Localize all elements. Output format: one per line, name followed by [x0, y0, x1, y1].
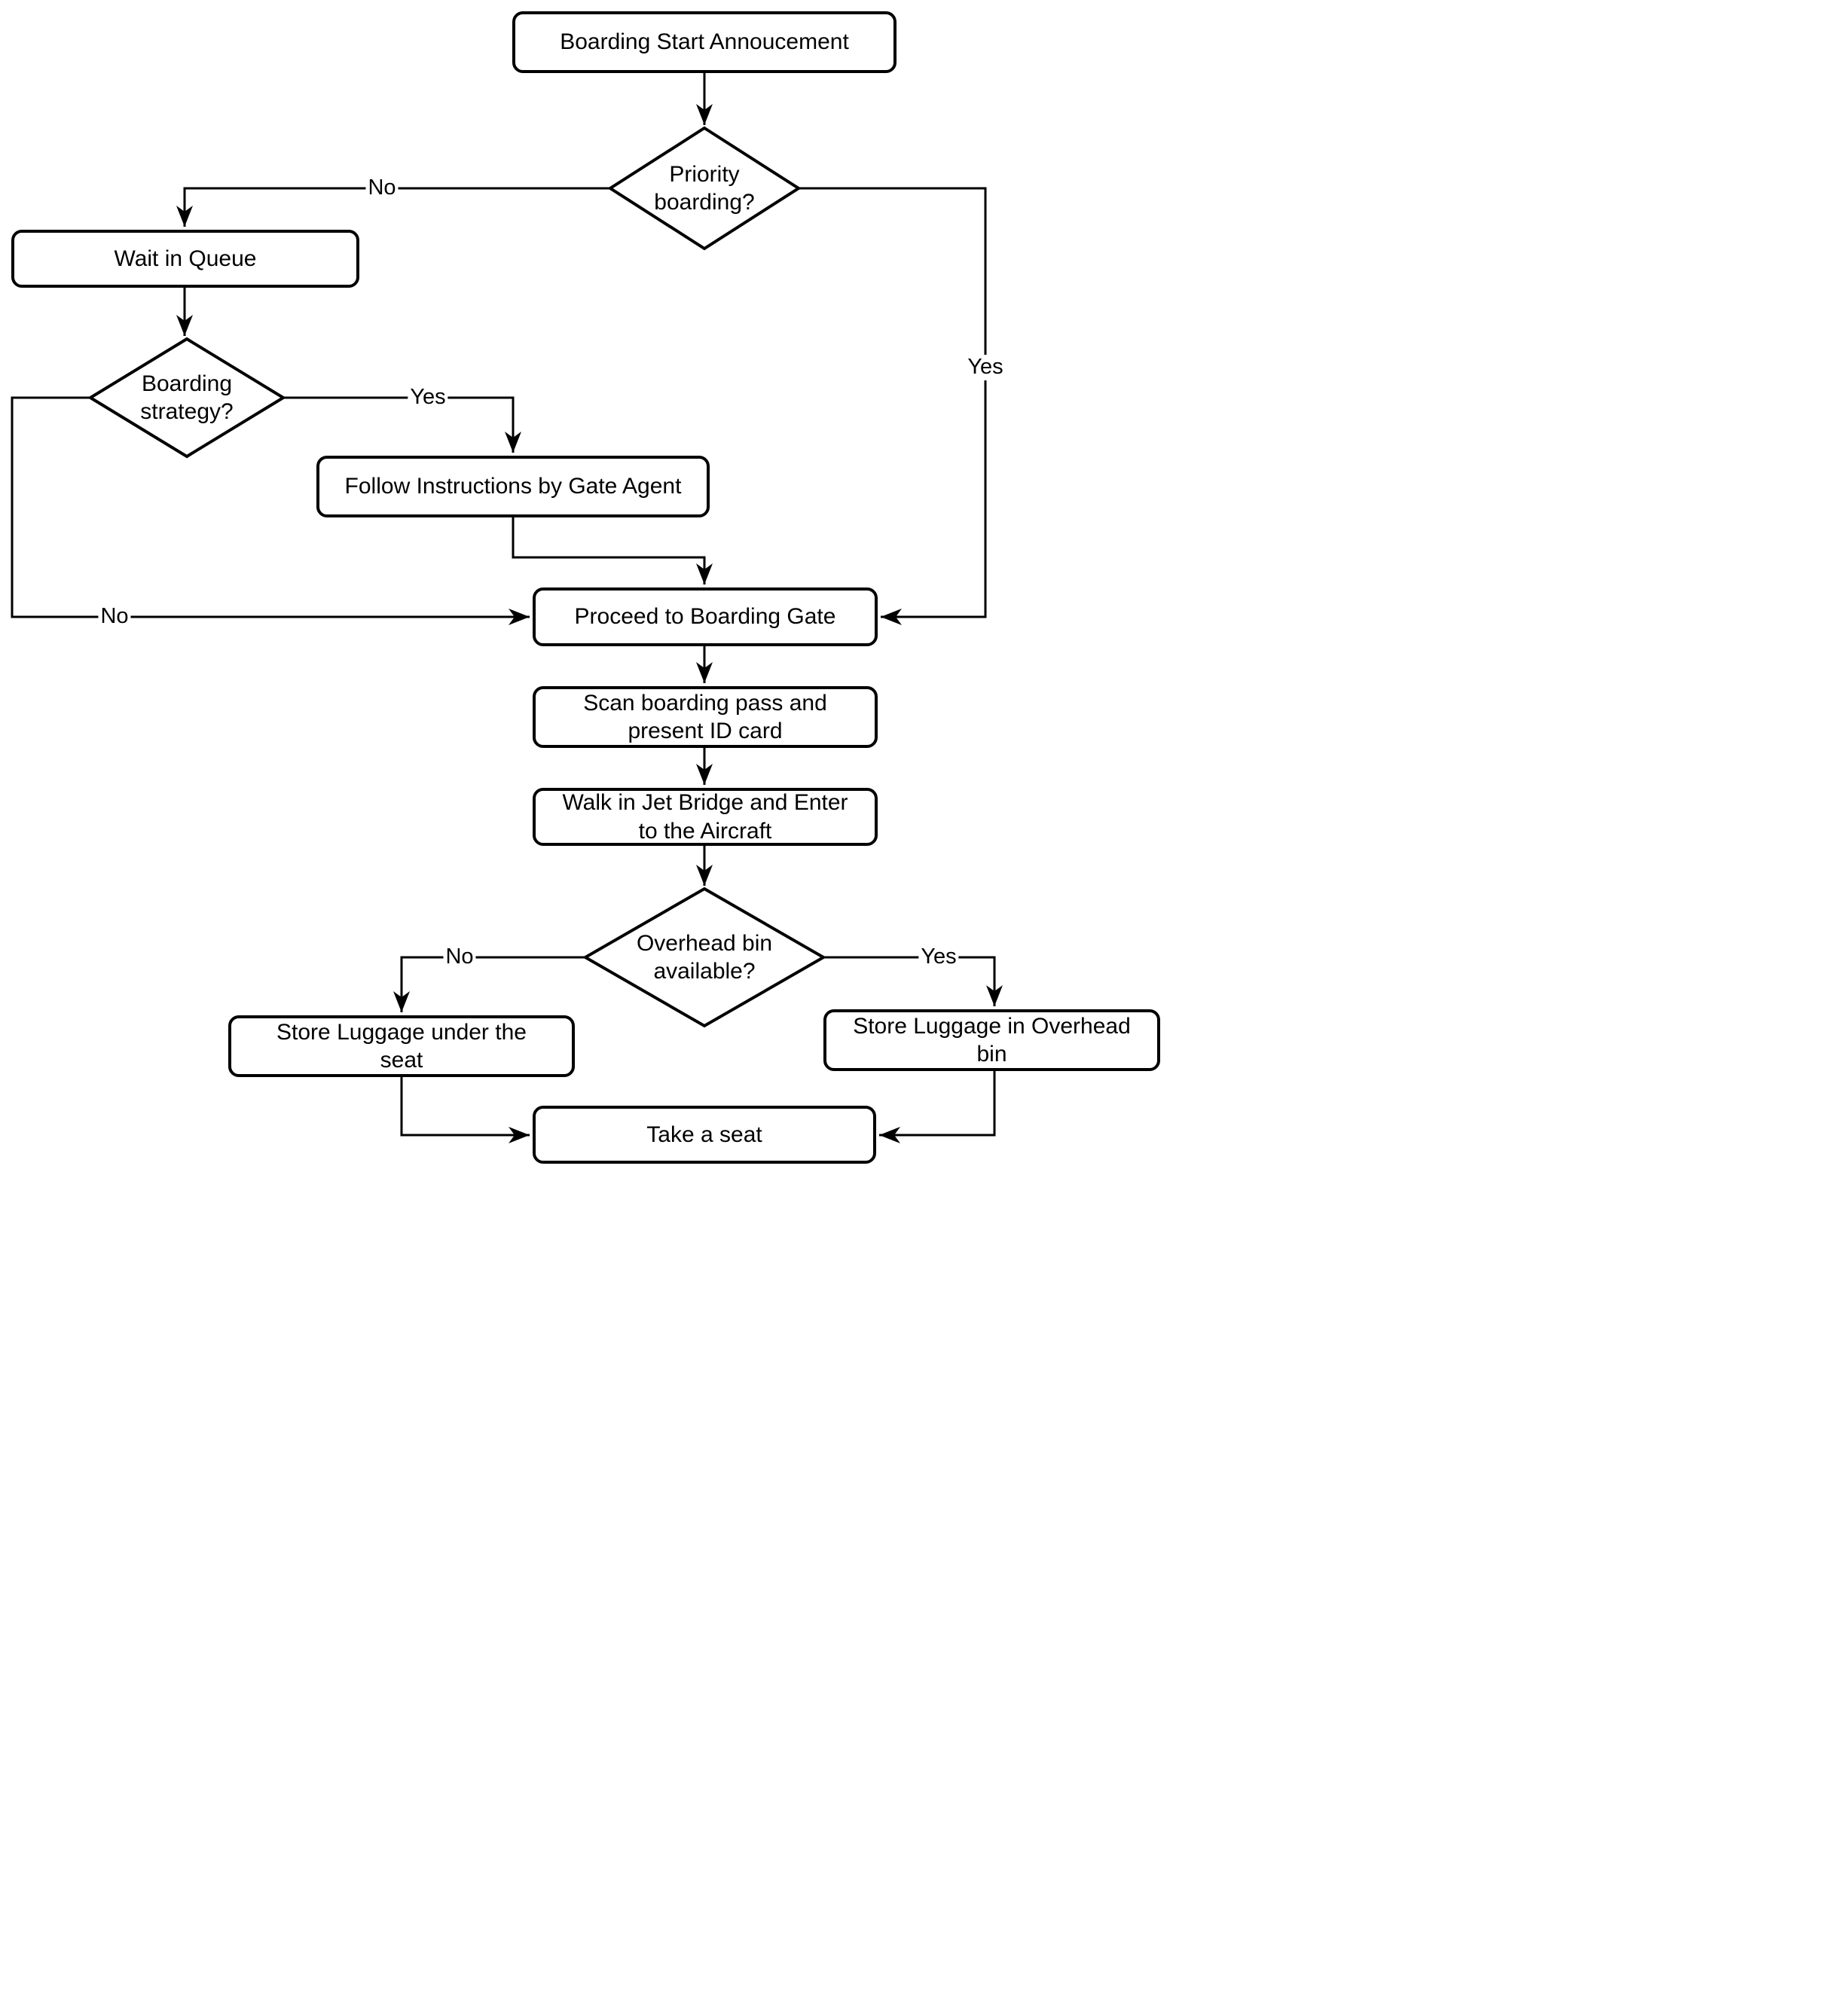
- proceed-to-gate-node: Proceed to Boarding Gate: [533, 587, 878, 646]
- edge-label-overhead-yes: Yes: [918, 945, 959, 970]
- priority-boarding-diamond: [607, 126, 802, 251]
- walk-jet-bridge-node: Walk in Jet Bridge and Enter to the Airc…: [533, 788, 878, 846]
- edge-overhead-yes-store-overhead: [823, 956, 1003, 1006]
- boarding-strategy-diamond: [87, 337, 286, 459]
- edge-label-overhead-no: No: [443, 945, 476, 970]
- edge-priority-yes-proceed: [799, 187, 987, 625]
- edge-label-priority-yes: Yes: [965, 355, 1006, 380]
- start-node-boarding-announcement: Boarding Start Annoucement: [512, 11, 897, 73]
- overhead-bin-diamond: [582, 887, 827, 1028]
- edge-label-strategy-yes: Yes: [408, 385, 448, 410]
- follow-instructions-node: Follow Instructions by Gate Agent: [316, 456, 710, 517]
- store-luggage-under-seat-node: Store Luggage under the seat: [228, 1015, 575, 1077]
- take-a-seat-node: Take a seat: [533, 1106, 876, 1164]
- flowchart-connectors: [11, 73, 1003, 1143]
- scan-boarding-pass-node: Scan boarding pass and present ID card: [533, 686, 878, 748]
- edge-priority-no-wait: [176, 187, 610, 227]
- edge-strategy-yes-follow: [283, 396, 521, 453]
- edge-overhead-no-store-under: [393, 956, 585, 1012]
- edge-label-strategy-no: No: [98, 604, 131, 630]
- store-luggage-overhead-node: Store Luggage in Overhead bin: [823, 1009, 1160, 1071]
- edge-strategy-no-proceed: [11, 396, 530, 625]
- wait-in-queue-node: Wait in Queue: [11, 230, 359, 288]
- edge-follow-proceed: [512, 517, 713, 584]
- edge-label-priority-no: No: [365, 175, 399, 201]
- edge-store-overhead-seat: [879, 1071, 996, 1143]
- boarding-flowchart: Boarding Start Annoucement Wait in Queue…: [0, 0, 1160, 1181]
- edge-store-under-seat: [400, 1077, 530, 1143]
